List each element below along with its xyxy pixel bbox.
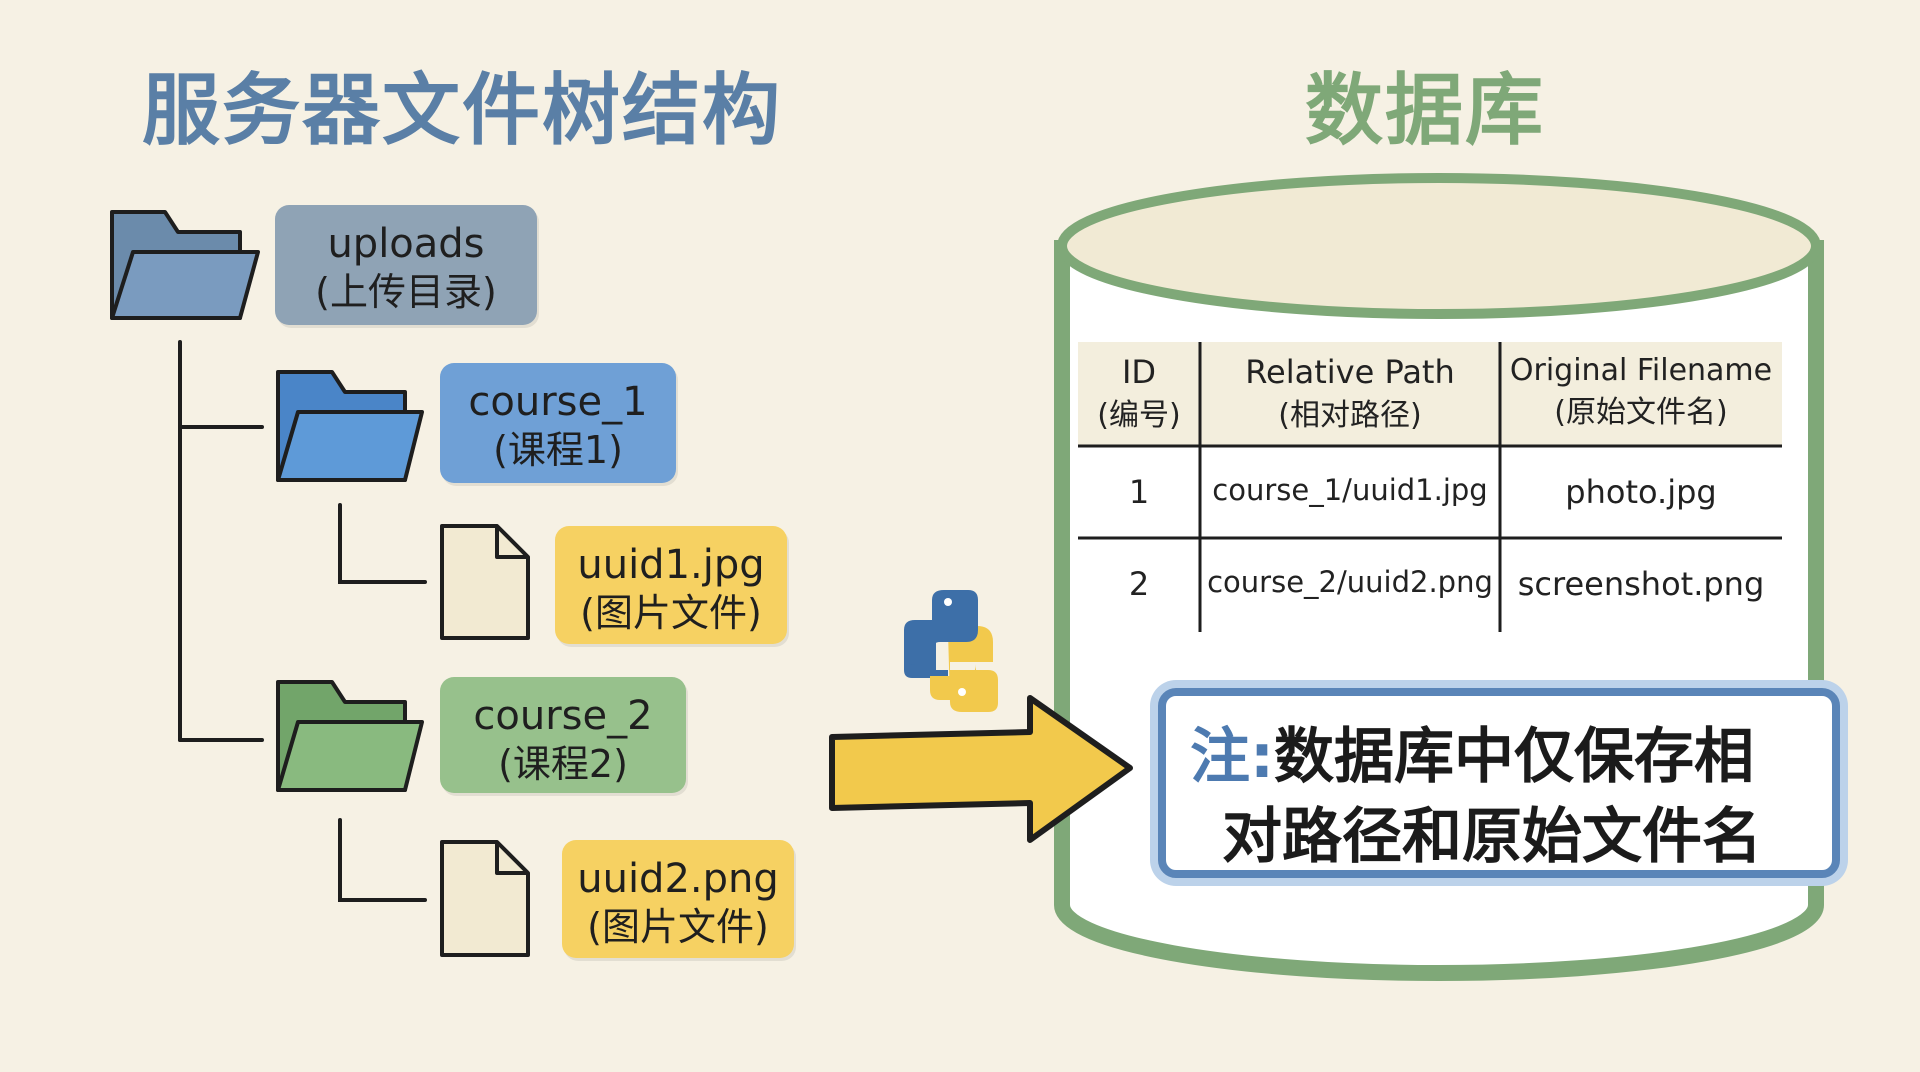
table-header-relative-path: Relative Path (相对路径)	[1200, 350, 1500, 437]
course-1-name: course_1	[468, 379, 648, 425]
course-2-desc: (课程2)	[498, 742, 628, 786]
course-2-name: course_2	[473, 693, 653, 739]
uploads-desc: (上传目录)	[315, 270, 497, 314]
table-header-original-filename: Original Filename (原始文件名)	[1500, 350, 1782, 434]
uuid1-desc: (图片文件)	[580, 591, 762, 635]
folder-icon	[276, 370, 424, 482]
uuid1-name: uuid1.jpg	[577, 542, 765, 588]
file-icon	[440, 840, 530, 957]
tree-title: 服务器文件树结构	[142, 66, 783, 156]
table-cell-filename-1: photo.jpg	[1565, 473, 1717, 511]
table-cell-id-2: 2	[1128, 565, 1150, 603]
note-line-2: 对路径和原始文件名	[1222, 801, 1762, 872]
table-header-filename-zh: (原始文件名)	[1554, 395, 1728, 430]
note-box: 注:数据库中仅保存相 对路径和原始文件名	[1158, 688, 1840, 878]
table-header-id: ID (编号)	[1078, 350, 1200, 437]
table-cell-id-1: 1	[1128, 473, 1150, 511]
table-header-background	[1078, 342, 1782, 446]
tree-connectors	[178, 340, 427, 902]
table-header-path-zh: (相对路径)	[1278, 397, 1422, 433]
table-header-filename-en: Original Filename	[1509, 353, 1773, 388]
note-line-1: 注:数据库中仅保存相	[1190, 718, 1814, 798]
course-1-desc: (课程1)	[493, 428, 623, 472]
uuid1-label: uuid1.jpg (图片文件)	[555, 526, 787, 644]
table-header-path-en: Relative Path	[1245, 353, 1455, 391]
table-header-id-en: ID	[1121, 353, 1157, 391]
file-icon	[440, 524, 530, 640]
table-cell-path-2: course_2/uuid2.png	[1207, 565, 1493, 599]
uuid2-desc: (图片文件)	[587, 905, 769, 949]
table-header-id-zh: (编号)	[1097, 397, 1181, 433]
uploads-name: uploads	[327, 221, 485, 267]
folder-icon	[110, 210, 260, 320]
uploads-label: uploads (上传目录)	[275, 205, 537, 325]
folder-icon	[276, 680, 424, 792]
note-prefix: 注:	[1190, 722, 1274, 792]
table-cell-path-1: course_1/uuid1.jpg	[1212, 473, 1488, 507]
table-grid	[1078, 342, 1782, 632]
uuid2-label: uuid2.png (图片文件)	[562, 840, 794, 958]
python-logo-icon	[904, 590, 998, 712]
course-1-label: course_1 (课程1)	[440, 363, 676, 483]
table-cell-filename-2: screenshot.png	[1517, 565, 1765, 603]
uuid2-name: uuid2.png	[577, 856, 779, 902]
database-title: 数据库	[1305, 66, 1546, 156]
course-2-label: course_2 (课程2)	[440, 677, 686, 793]
arrow-icon	[829, 695, 1133, 843]
note-text-1: 数据库中仅保存相	[1274, 722, 1754, 792]
